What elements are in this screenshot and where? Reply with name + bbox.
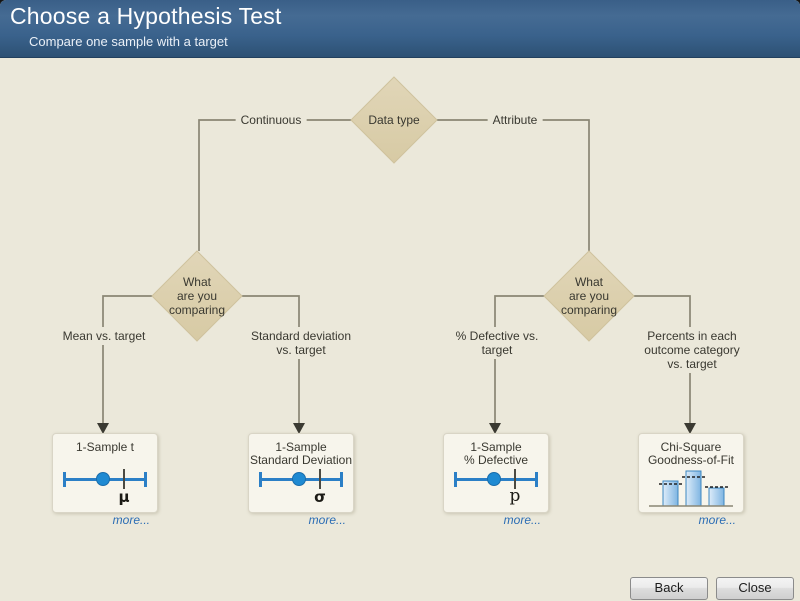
root-decision-label: Data type xyxy=(368,113,420,127)
sample-point-icon xyxy=(96,472,110,486)
leaf-label-percents: Percents in each outcome category vs. ta… xyxy=(639,327,745,373)
card-title: 1-Sample t xyxy=(75,440,135,454)
card-title: 1-Sample % Defective xyxy=(463,440,529,467)
connector-lines xyxy=(102,119,691,425)
leaf-label-stddev: Standard deviation vs. target xyxy=(245,327,357,359)
target-tick-icon xyxy=(123,469,125,489)
branch-label-continuous: Continuous xyxy=(235,111,307,129)
right-decision-label: What are you comparing xyxy=(560,275,618,317)
bar-chart-icon xyxy=(649,470,733,507)
p-symbol: p xyxy=(509,486,521,506)
card-title: 1-Sample Standard Deviation xyxy=(249,440,353,467)
more-link-1-sample-pct-defective[interactable]: more... xyxy=(503,513,541,527)
arrowhead-icons xyxy=(97,423,696,434)
root-decision-diamond xyxy=(350,76,438,164)
more-link-1-sample-stddev[interactable]: more... xyxy=(308,513,346,527)
target-tick-icon xyxy=(514,469,516,489)
interval-plot-icon: μ xyxy=(63,467,147,509)
interval-plot-icon: p xyxy=(454,467,538,509)
page-title: Choose a Hypothesis Test xyxy=(10,3,282,29)
close-button[interactable]: Close xyxy=(716,577,794,600)
left-decision-diamond xyxy=(151,250,243,342)
leaf-label-mean: Mean vs. target xyxy=(57,327,151,345)
right-decision-diamond xyxy=(543,250,635,342)
page-subtitle: Compare one sample with a target xyxy=(29,34,228,49)
interval-plot-icon: σ xyxy=(259,467,343,509)
card-1-sample-pct-defective[interactable]: 1-Sample % Defective p xyxy=(443,433,549,513)
card-title: Chi-Square Goodness-of-Fit xyxy=(647,440,735,467)
back-button[interactable]: Back xyxy=(630,577,708,600)
card-chi-square-gof[interactable]: Chi-Square Goodness-of-Fit xyxy=(638,433,744,513)
sample-point-icon xyxy=(292,472,306,486)
branch-label-attribute: Attribute xyxy=(487,111,543,129)
card-1-sample-t[interactable]: 1-Sample t μ xyxy=(52,433,158,513)
sigma-symbol: σ xyxy=(314,488,326,506)
dialog-header: Choose a Hypothesis Test Compare one sam… xyxy=(0,0,800,58)
mu-symbol: μ xyxy=(118,488,130,506)
left-decision-label: What are you comparing xyxy=(168,275,226,317)
target-tick-icon xyxy=(319,469,321,489)
leaf-label-pct-defective: % Defective vs. target xyxy=(450,327,544,359)
sample-point-icon xyxy=(487,472,501,486)
card-1-sample-stddev[interactable]: 1-Sample Standard Deviation σ xyxy=(248,433,354,513)
more-link-1-sample-t[interactable]: more... xyxy=(112,513,150,527)
more-link-chi-square-gof[interactable]: more... xyxy=(698,513,736,527)
